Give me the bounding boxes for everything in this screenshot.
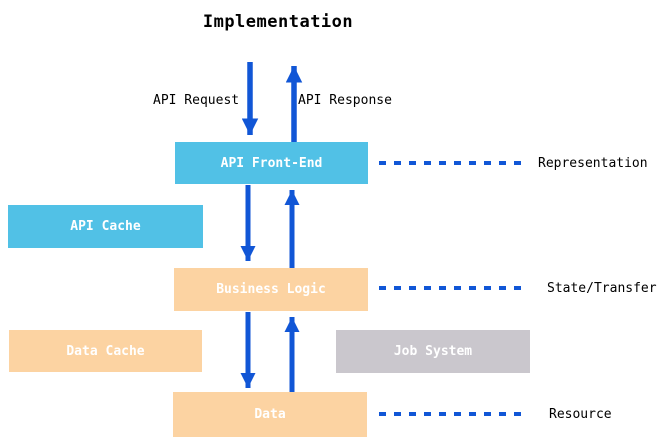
job-system-label: Job System	[393, 344, 473, 359]
business-logic-label: Business Logic	[216, 282, 326, 297]
data-cache-label: Data Cache	[66, 343, 145, 359]
api-cache-box: API Cache	[8, 205, 203, 248]
layer-label-state-transfer: State/Transfer	[547, 281, 657, 296]
api-front-end-box: API Front-End	[175, 142, 368, 184]
data-box: Data	[173, 392, 367, 437]
layer-label-representation: Representation	[538, 156, 648, 171]
data-label: Data	[254, 407, 286, 422]
api-response-label: API Response	[298, 93, 392, 108]
job-system-box: Job System	[336, 330, 530, 373]
api-cache-label: API Cache	[70, 219, 141, 234]
diagram-title: Implementation	[202, 12, 354, 32]
api-request-label: API Request	[153, 93, 240, 108]
layer-label-resource: Resource	[549, 407, 612, 422]
business-logic-box: Business Logic	[174, 268, 368, 311]
data-cache-box: Data Cache	[9, 330, 202, 372]
api-front-end-label: API Front-End	[220, 155, 323, 171]
